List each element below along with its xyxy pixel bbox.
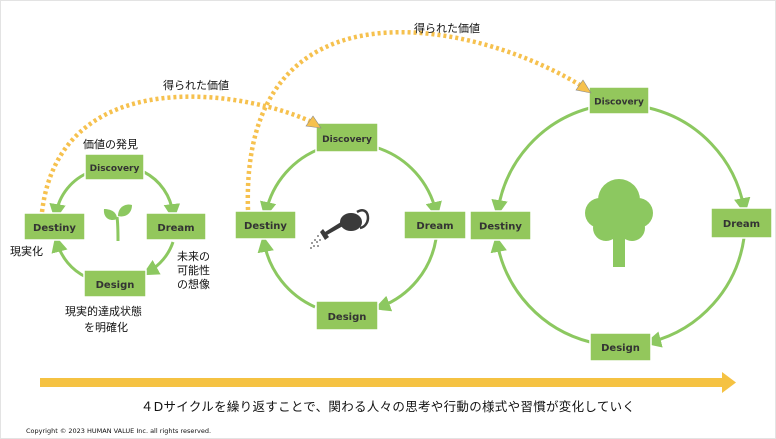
cycle-3-design-label: Design xyxy=(601,343,640,354)
cycle-2-arc-top-left xyxy=(260,146,323,219)
caption-text: ４Dサイクルを繰り返すことで、関わる人々の思考や行動の様式や習慣が変化していく xyxy=(140,399,636,414)
clarify-label-line-2: を明確化 xyxy=(84,320,128,334)
cycle-1-design-box xyxy=(83,269,147,298)
cycle-1: Discovery Dream Design Destiny 価値の発見 現実化… xyxy=(10,137,210,334)
cycle-1-arc-bottom-right xyxy=(142,241,175,276)
watering-can-icon xyxy=(310,209,370,249)
future-label-line-2: 可能性 xyxy=(177,263,210,277)
cycle-2-design-label: Design xyxy=(328,312,367,323)
cycle-2-discovery-label: Discovery xyxy=(322,135,372,145)
cycle-3: Discovery Dream Design Destiny xyxy=(469,86,773,362)
future-label-line-1: 未来の xyxy=(177,250,210,263)
cycle-2: Discovery Dream Design Destiny xyxy=(234,122,467,331)
cycle-3-arc-bottom-left xyxy=(490,235,591,344)
cycle-1-discovery-box xyxy=(84,153,145,181)
cycle-3-discovery-box xyxy=(588,86,650,115)
gained-value-label-1: 得られた価値 xyxy=(163,79,229,92)
cycle-3-destiny-label: Destiny xyxy=(479,222,522,233)
realization-label: 現実化 xyxy=(10,244,43,258)
cycle-2-arc-top-right xyxy=(377,146,442,219)
gained-value-label-2: 得られた価値 xyxy=(414,22,480,35)
gained-value-arrow-1 xyxy=(39,94,322,213)
value-discovery-label: 価値の発見 xyxy=(83,137,138,151)
cycle-1-arc-top-right xyxy=(143,170,181,221)
cycle-2-dream-label: Dream xyxy=(416,221,453,232)
future-label-line-3: の想像 xyxy=(177,277,210,291)
cycle-1-destiny-label: Destiny xyxy=(33,223,76,234)
clarify-label-line-1: 現実的達成状態 xyxy=(65,304,142,318)
cycle-1-destiny-box xyxy=(23,212,86,241)
cycle-1-dream-box xyxy=(145,212,207,241)
tree-icon xyxy=(585,179,653,267)
sprout-icon xyxy=(103,204,132,242)
cycle-2-design-box xyxy=(315,300,379,331)
cycle-1-design-label: Design xyxy=(96,280,135,291)
cycle-1-arc-bottom-left xyxy=(51,235,87,279)
cycle-3-arc-bottom-right xyxy=(644,237,746,348)
cycle-3-arc-top-left xyxy=(491,106,591,217)
cycle-3-dream-box xyxy=(710,207,773,239)
cycle-3-discovery-label: Discovery xyxy=(594,98,644,108)
cycle-2-discovery-box xyxy=(315,122,379,153)
cycle-2-destiny-box xyxy=(234,210,297,240)
cycle-1-discovery-label: Discovery xyxy=(90,164,140,174)
cycle-3-dream-label: Dream xyxy=(723,219,760,230)
gained-value-arrow-2 xyxy=(245,29,592,211)
cycle-2-dream-box xyxy=(403,210,467,240)
cycle-3-arc-top-right xyxy=(648,106,751,215)
cycle-1-dream-label: Dream xyxy=(157,223,194,234)
timeline-arrow xyxy=(40,372,736,393)
copyright-text: Copyright © 2023 HUMAN VALUE Inc. all ri… xyxy=(26,427,212,435)
cycle-2-arc-bottom-right xyxy=(373,238,438,312)
cycle-3-design-box xyxy=(589,332,652,362)
cycle-2-destiny-label: Destiny xyxy=(244,221,287,232)
cycle-3-destiny-box xyxy=(469,210,532,241)
cycle-2-arc-bottom-left xyxy=(257,235,316,309)
